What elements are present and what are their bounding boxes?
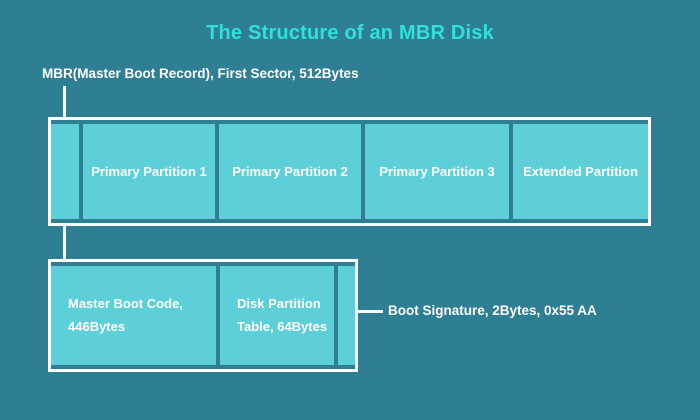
mbr-cell-master-boot-code: Master Boot Code, 446Bytes xyxy=(51,266,216,365)
disk-partition-table-line-2: Table, 64Bytes xyxy=(237,318,328,334)
master-boot-code-line-2: 446Bytes xyxy=(68,318,126,334)
boot-signature-caption: Boot Signature, 2Bytes, 0x55 AA xyxy=(388,303,597,318)
mbr-sector-caption: MBR(Master Boot Record), First Sector, 5… xyxy=(42,66,359,81)
master-boot-code-line-1: Master Boot Code, xyxy=(68,295,183,311)
disk-cell-mbr-sector xyxy=(51,124,79,219)
connector-line-mbr-to-detail xyxy=(63,224,66,261)
page-title: The Structure of an MBR Disk xyxy=(206,22,494,44)
mbr-cell-boot-signature xyxy=(338,266,355,365)
connector-line-caption-to-mbr xyxy=(63,86,66,119)
disk-layout-row: Primary Partition 1 Primary Partition 2 … xyxy=(48,117,651,226)
mbr-cell-disk-partition-table: Disk Partition Table, 64Bytes xyxy=(220,266,334,365)
disk-cell-primary-partition-2: Primary Partition 2 xyxy=(219,124,361,219)
disk-cell-primary-partition-1: Primary Partition 1 xyxy=(83,124,215,219)
mbr-detail-row: Master Boot Code, 446Bytes Disk Partitio… xyxy=(48,259,358,372)
disk-cell-extended-partition: Extended Partition xyxy=(513,124,648,219)
disk-cell-primary-partition-3: Primary Partition 3 xyxy=(365,124,509,219)
disk-partition-table-line-1: Disk Partition xyxy=(237,295,321,311)
connector-line-boot-signature xyxy=(356,310,383,313)
